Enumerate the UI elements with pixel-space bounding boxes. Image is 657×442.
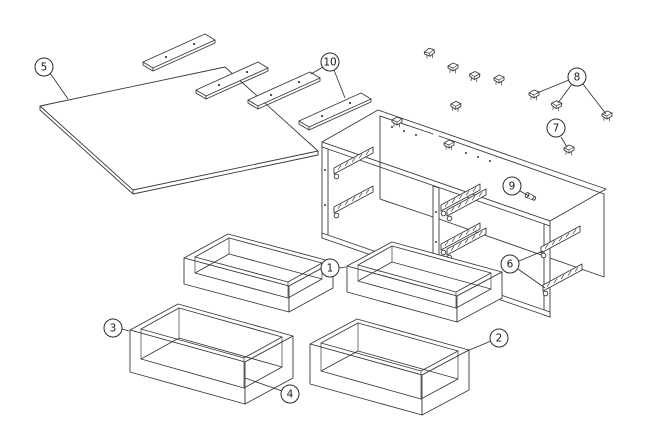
drawer-slide xyxy=(333,185,374,219)
cam-fitting-icon xyxy=(423,47,436,60)
callout-8-label: 8 xyxy=(574,72,581,84)
cam-fitting-icon xyxy=(468,70,481,83)
callouts: 1 2 3 4 5 6 7 xyxy=(34,52,607,404)
callout-1-label: 1 xyxy=(327,263,334,275)
callout-3-label: 3 xyxy=(110,323,117,335)
top-panel xyxy=(39,66,319,195)
support-rail xyxy=(142,33,216,72)
cam-fitting-icon xyxy=(601,110,613,122)
support-rail xyxy=(247,71,321,110)
callout-1: 1 xyxy=(320,258,347,278)
callout-6: 6 xyxy=(500,250,546,289)
cam-fitting-icon xyxy=(493,74,505,86)
dowel-hole xyxy=(435,211,437,213)
cabinet-left-panel-edge xyxy=(321,146,329,241)
callout-5: 5 xyxy=(34,57,69,100)
dowel-hole xyxy=(435,241,437,243)
callout-8: 8 xyxy=(536,67,607,115)
callout-9: 9 xyxy=(502,176,530,197)
callout-5-label: 5 xyxy=(41,62,48,74)
cabinet-divider xyxy=(432,185,440,275)
callout-7-label: 7 xyxy=(553,123,560,135)
cam-fitting-icon xyxy=(449,100,462,113)
callout-10-label: 10 xyxy=(323,57,336,69)
dowel-hole xyxy=(324,204,326,206)
drawer-box-deep-left xyxy=(129,303,294,405)
cabinet-right-panel-edge xyxy=(543,223,551,318)
cam-fitting-icon xyxy=(550,99,563,112)
callout-10: 10 xyxy=(310,52,346,99)
callout-3: 3 xyxy=(103,318,130,338)
drawer-boxes xyxy=(129,233,503,416)
cabinet-back-interior xyxy=(379,115,605,278)
callout-7: 7 xyxy=(546,118,568,148)
cam-fitting-icon xyxy=(447,62,459,74)
callout-9-label: 9 xyxy=(509,181,516,193)
cam-fitting-icon xyxy=(563,144,575,156)
callout-4-label: 4 xyxy=(287,389,294,401)
callout-4: 4 xyxy=(244,377,300,404)
cam-fitting-icon xyxy=(528,89,540,101)
dowel-hole xyxy=(324,169,326,171)
callout-6-label: 6 xyxy=(507,259,514,271)
callout-2: 2 xyxy=(466,328,509,352)
drawer-box-shallow-left xyxy=(183,233,334,313)
callout-2-label: 2 xyxy=(496,333,503,345)
drawer-box-shallow-right xyxy=(346,241,503,323)
drawer-box-deep-right xyxy=(309,318,470,416)
shelf-pin-holes xyxy=(391,126,491,162)
